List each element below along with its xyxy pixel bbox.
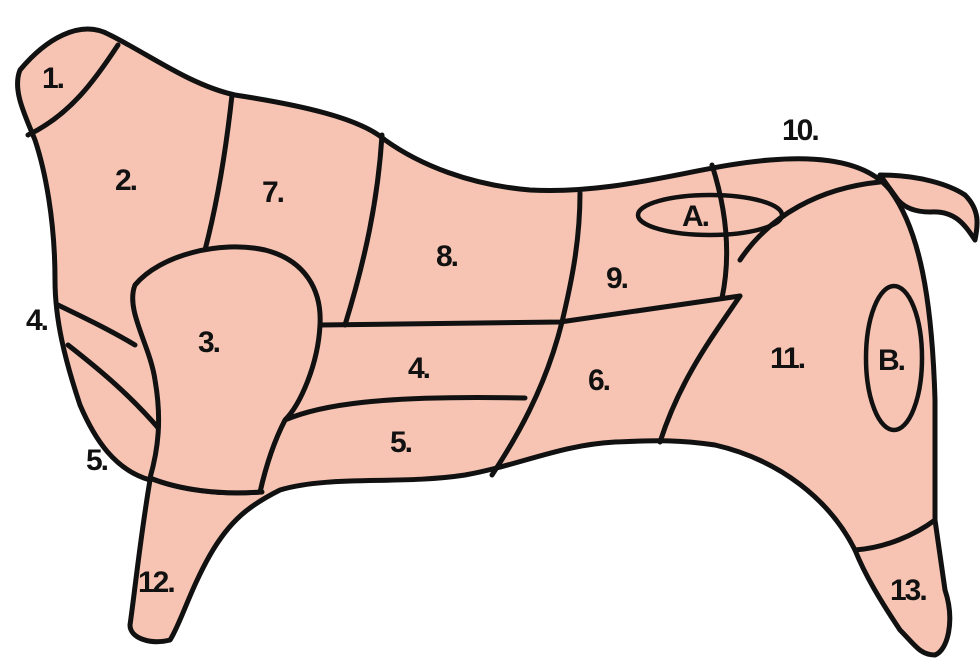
label-a: A. — [682, 200, 709, 233]
label-4-outer: 4. — [26, 304, 48, 337]
label-6: 6. — [588, 364, 610, 397]
label-b: B. — [878, 344, 905, 377]
label-12: 12. — [138, 566, 174, 599]
label-1: 1. — [42, 62, 64, 95]
label-10: 10. — [782, 114, 818, 147]
label-9: 9. — [606, 262, 628, 295]
label-13: 13. — [890, 574, 926, 607]
label-11: 11. — [770, 342, 805, 375]
label-4-inner: 4. — [408, 352, 430, 385]
label-3: 3. — [198, 326, 220, 359]
label-2: 2. — [115, 164, 137, 197]
label-8: 8. — [436, 240, 458, 273]
label-5-outer: 5. — [86, 444, 108, 477]
label-5-inner: 5. — [390, 426, 412, 459]
label-7: 7. — [262, 176, 284, 209]
